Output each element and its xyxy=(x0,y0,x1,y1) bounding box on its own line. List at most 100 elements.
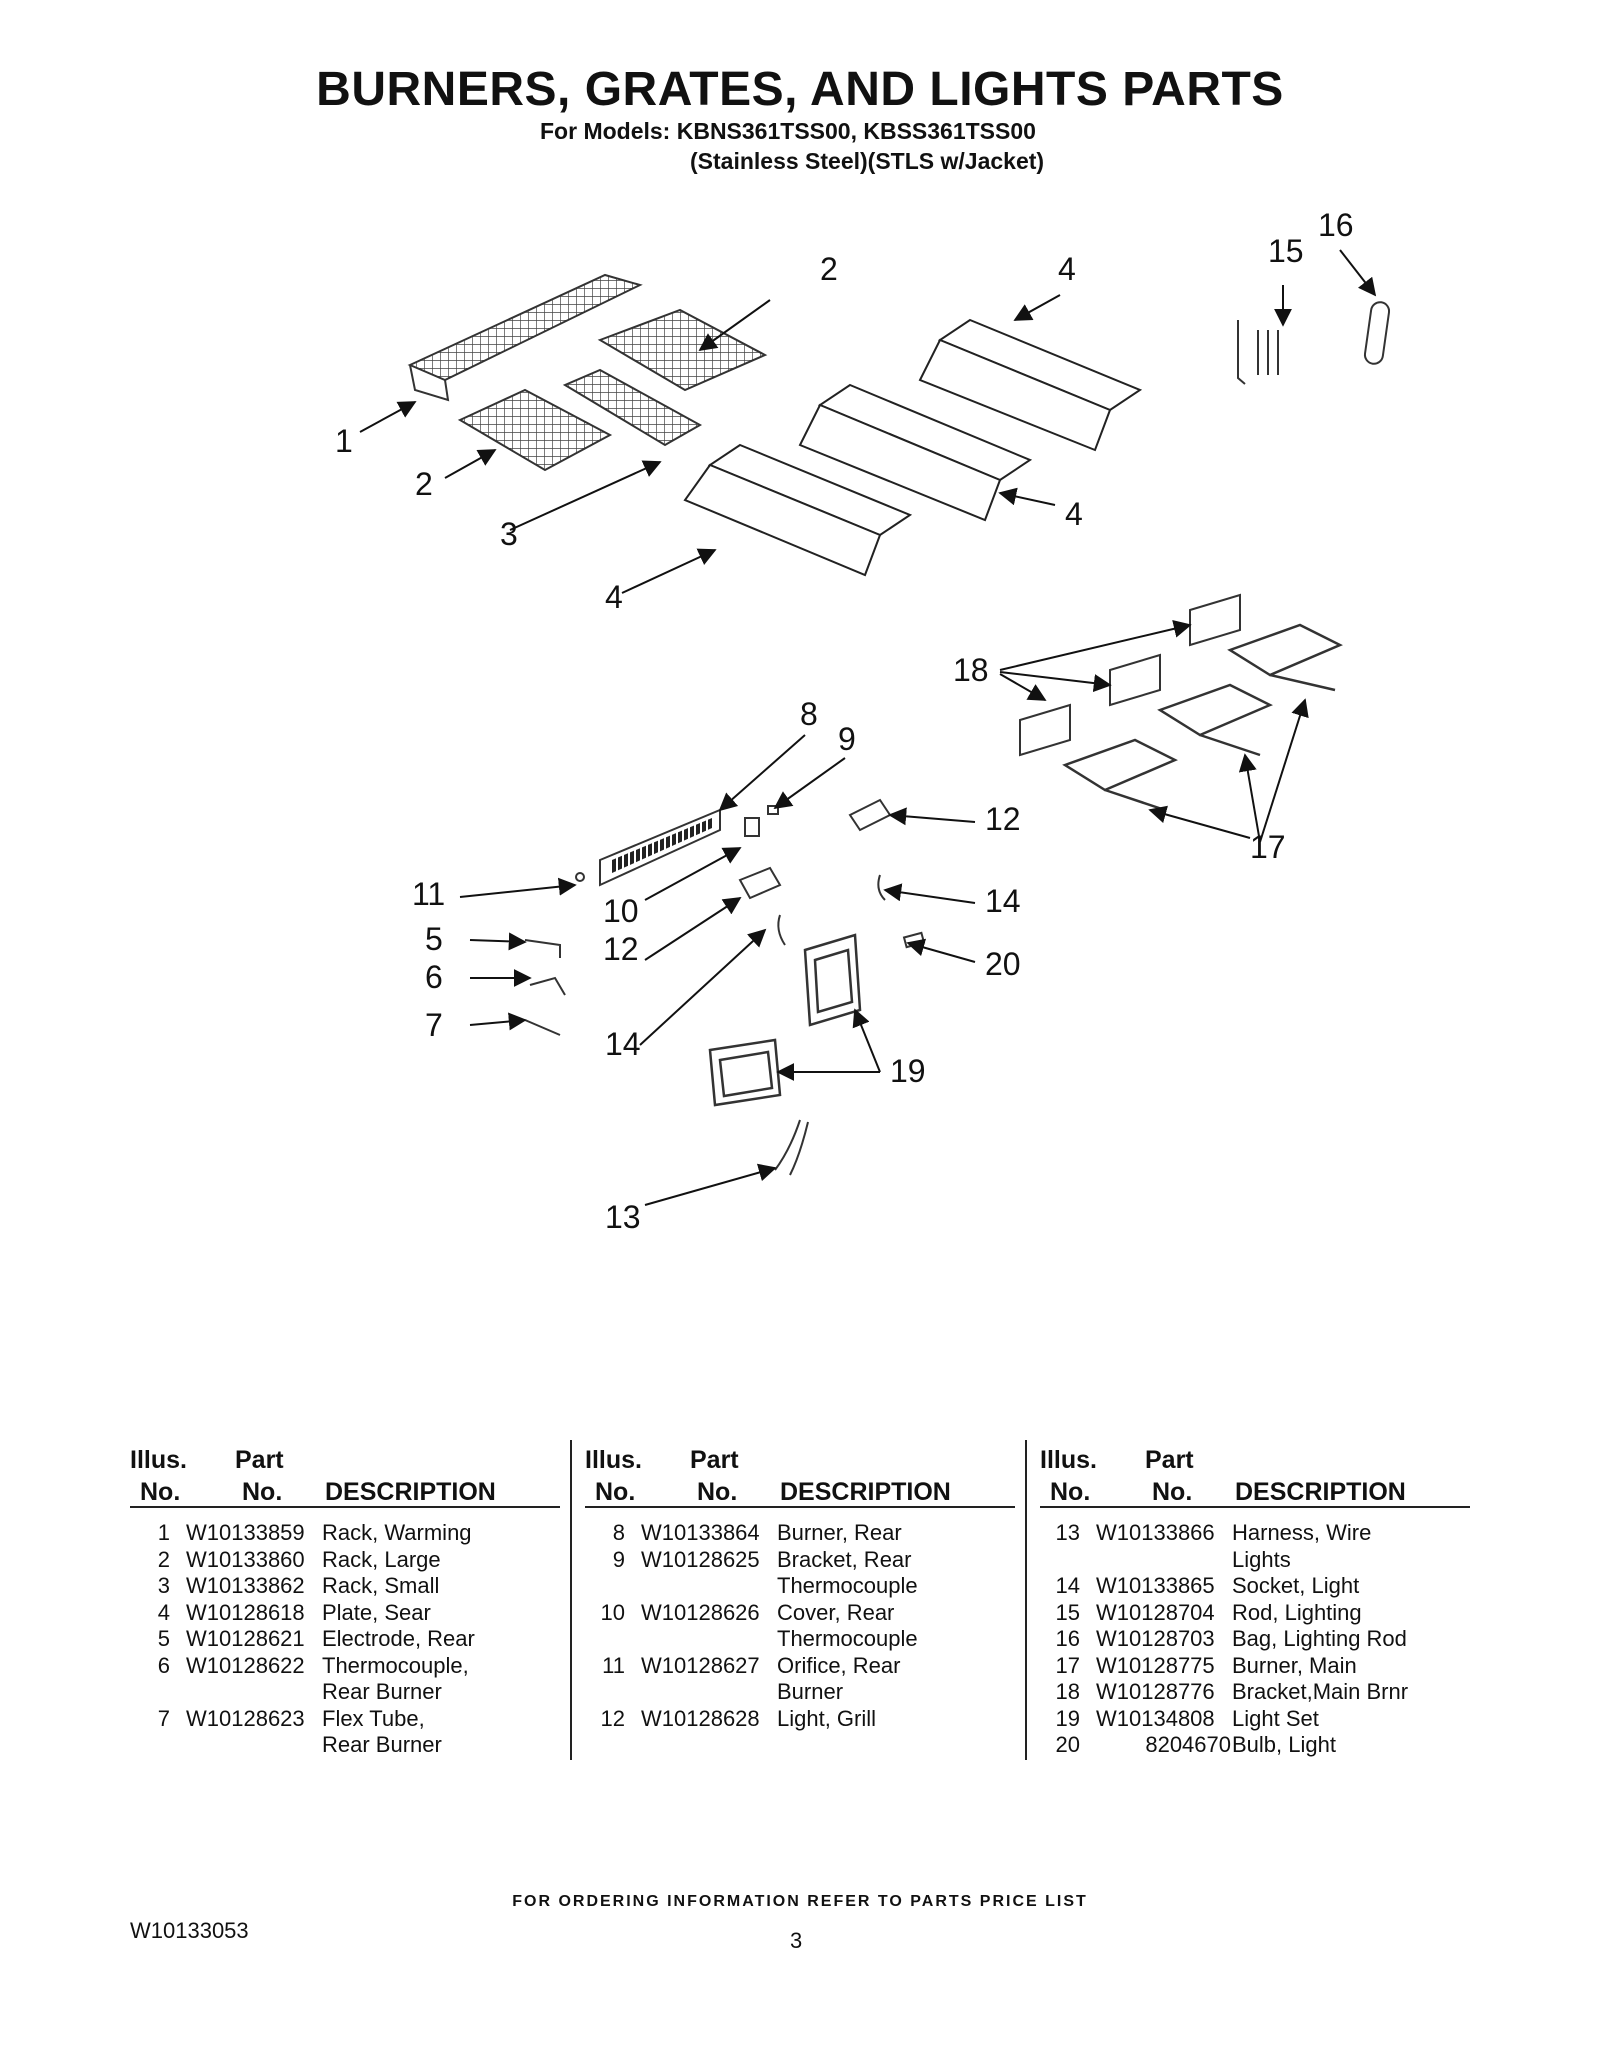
table-row: Rear Burner xyxy=(130,1732,560,1759)
callout-label: 10 xyxy=(603,893,639,929)
description: Light, Grill xyxy=(777,1705,877,1731)
description: Harness, Wire xyxy=(1232,1520,1372,1545)
callout-label: 6 xyxy=(425,959,443,995)
part-no: W10128618 xyxy=(186,1599,305,1625)
callout-label: 13 xyxy=(605,1199,641,1235)
warming-rack xyxy=(407,273,643,402)
description: Bulb, Light xyxy=(1232,1732,1336,1757)
description: Burner, Rear xyxy=(777,1520,902,1545)
description: Rear Burner xyxy=(322,1732,442,1757)
table-row: 10 W10128626 Cover, Rear xyxy=(585,1600,1015,1627)
illus-no: 14 xyxy=(1055,1573,1080,1598)
description: Bag, Lighting Rod xyxy=(1232,1626,1407,1651)
table-row: Rear Burner xyxy=(130,1679,560,1706)
models-line: For Models: KBNS361TSS00, KBSS361TSS00 xyxy=(540,118,1036,144)
illus-no-header: No. xyxy=(140,1478,181,1506)
illus-no-header: No. xyxy=(595,1478,636,1506)
small-rack xyxy=(562,368,703,447)
illus-no: 20 xyxy=(1055,1732,1080,1757)
illus-no: 8 xyxy=(612,1520,625,1545)
illus-no: 4 xyxy=(157,1599,170,1625)
part-no: W10128623 xyxy=(186,1705,305,1731)
illus-no: 12 xyxy=(600,1705,625,1731)
description-header: DESCRIPTION xyxy=(780,1478,951,1506)
callout-label: 18 xyxy=(953,652,989,688)
sear-plates xyxy=(683,318,1143,577)
part-no-header: No. xyxy=(242,1478,283,1506)
description-header: DESCRIPTION xyxy=(325,1478,496,1506)
callout-label: 19 xyxy=(890,1053,926,1089)
callout-label: 14 xyxy=(985,883,1021,919)
document-number: W10133053 xyxy=(130,1918,249,1943)
lighting-rod-bag xyxy=(1363,301,1391,365)
part-no: W10128704 xyxy=(1096,1599,1215,1625)
description: Cover, Rear xyxy=(777,1599,895,1625)
exploded-parts-diagram: 1 2 2 3 4 4 4 15 16 18 17 8 9 12 11 10 1… xyxy=(335,207,1391,1235)
illus-no: 11 xyxy=(602,1652,625,1678)
callout-label: 11 xyxy=(412,876,445,912)
leader-lines xyxy=(359,249,1377,1206)
table-header: Illus. No. Part No. DESCRIPTION xyxy=(585,1440,1015,1508)
description: Rack, Warming xyxy=(322,1520,472,1545)
callout-label: 2 xyxy=(820,251,838,287)
large-rack-right xyxy=(597,308,768,392)
callout-label: 12 xyxy=(985,801,1021,837)
part-no: W10128776 xyxy=(1096,1679,1215,1704)
main-burner-brackets xyxy=(1019,593,1241,757)
illus-no: 18 xyxy=(1055,1679,1080,1704)
table-row: Burner xyxy=(585,1679,1015,1706)
part-no: W10128627 xyxy=(641,1652,760,1678)
description: Rack, Large xyxy=(322,1546,441,1572)
ordering-note: FOR ORDERING INFORMATION REFER TO PARTS … xyxy=(512,1893,1088,1910)
part-no: W10128625 xyxy=(641,1546,760,1572)
callout-label: 17 xyxy=(1250,829,1286,865)
part-no: W10128626 xyxy=(641,1599,760,1625)
part-no: W10128621 xyxy=(186,1626,305,1651)
description: Rear Burner xyxy=(322,1679,442,1704)
table-row: Thermocouple xyxy=(585,1626,1015,1653)
description: Thermocouple, xyxy=(322,1652,469,1678)
description: Rod, Lighting xyxy=(1232,1599,1362,1625)
column-divider xyxy=(1025,1440,1027,1760)
illus-no: 10 xyxy=(600,1599,625,1625)
column-divider xyxy=(570,1440,572,1760)
description: Burner xyxy=(777,1679,844,1704)
description: Bracket, Rear xyxy=(777,1546,912,1572)
table-row: Thermocouple xyxy=(585,1573,1015,1600)
rear-burner xyxy=(599,808,721,887)
part-no: W10133859 xyxy=(186,1520,305,1545)
part-header: Part xyxy=(1145,1446,1194,1474)
illus-header: Illus. xyxy=(585,1446,642,1474)
finish-line: (Stainless Steel)(STLS w/Jacket) xyxy=(690,148,1045,174)
callout-label: 15 xyxy=(1268,233,1304,269)
description: Burner, Main xyxy=(1232,1652,1357,1678)
callout-label: 16 xyxy=(1318,207,1354,243)
part-no: W10128628 xyxy=(641,1705,760,1731)
description: Lights xyxy=(1232,1546,1291,1572)
callout-label: 12 xyxy=(603,931,639,967)
part-no: W10134808 xyxy=(1096,1705,1215,1731)
table-header: Illus. No. Part No. DESCRIPTION xyxy=(1040,1440,1470,1508)
callout-label: 14 xyxy=(605,1026,641,1062)
callout-label: 9 xyxy=(838,721,856,757)
part-no-header: No. xyxy=(697,1478,738,1506)
description: Orifice, Rear xyxy=(777,1652,901,1678)
illus-no: 3 xyxy=(157,1573,170,1598)
page-title: BURNERS, GRATES, AND LIGHTS PARTS xyxy=(316,63,1284,116)
illus-no: 2 xyxy=(157,1546,170,1572)
